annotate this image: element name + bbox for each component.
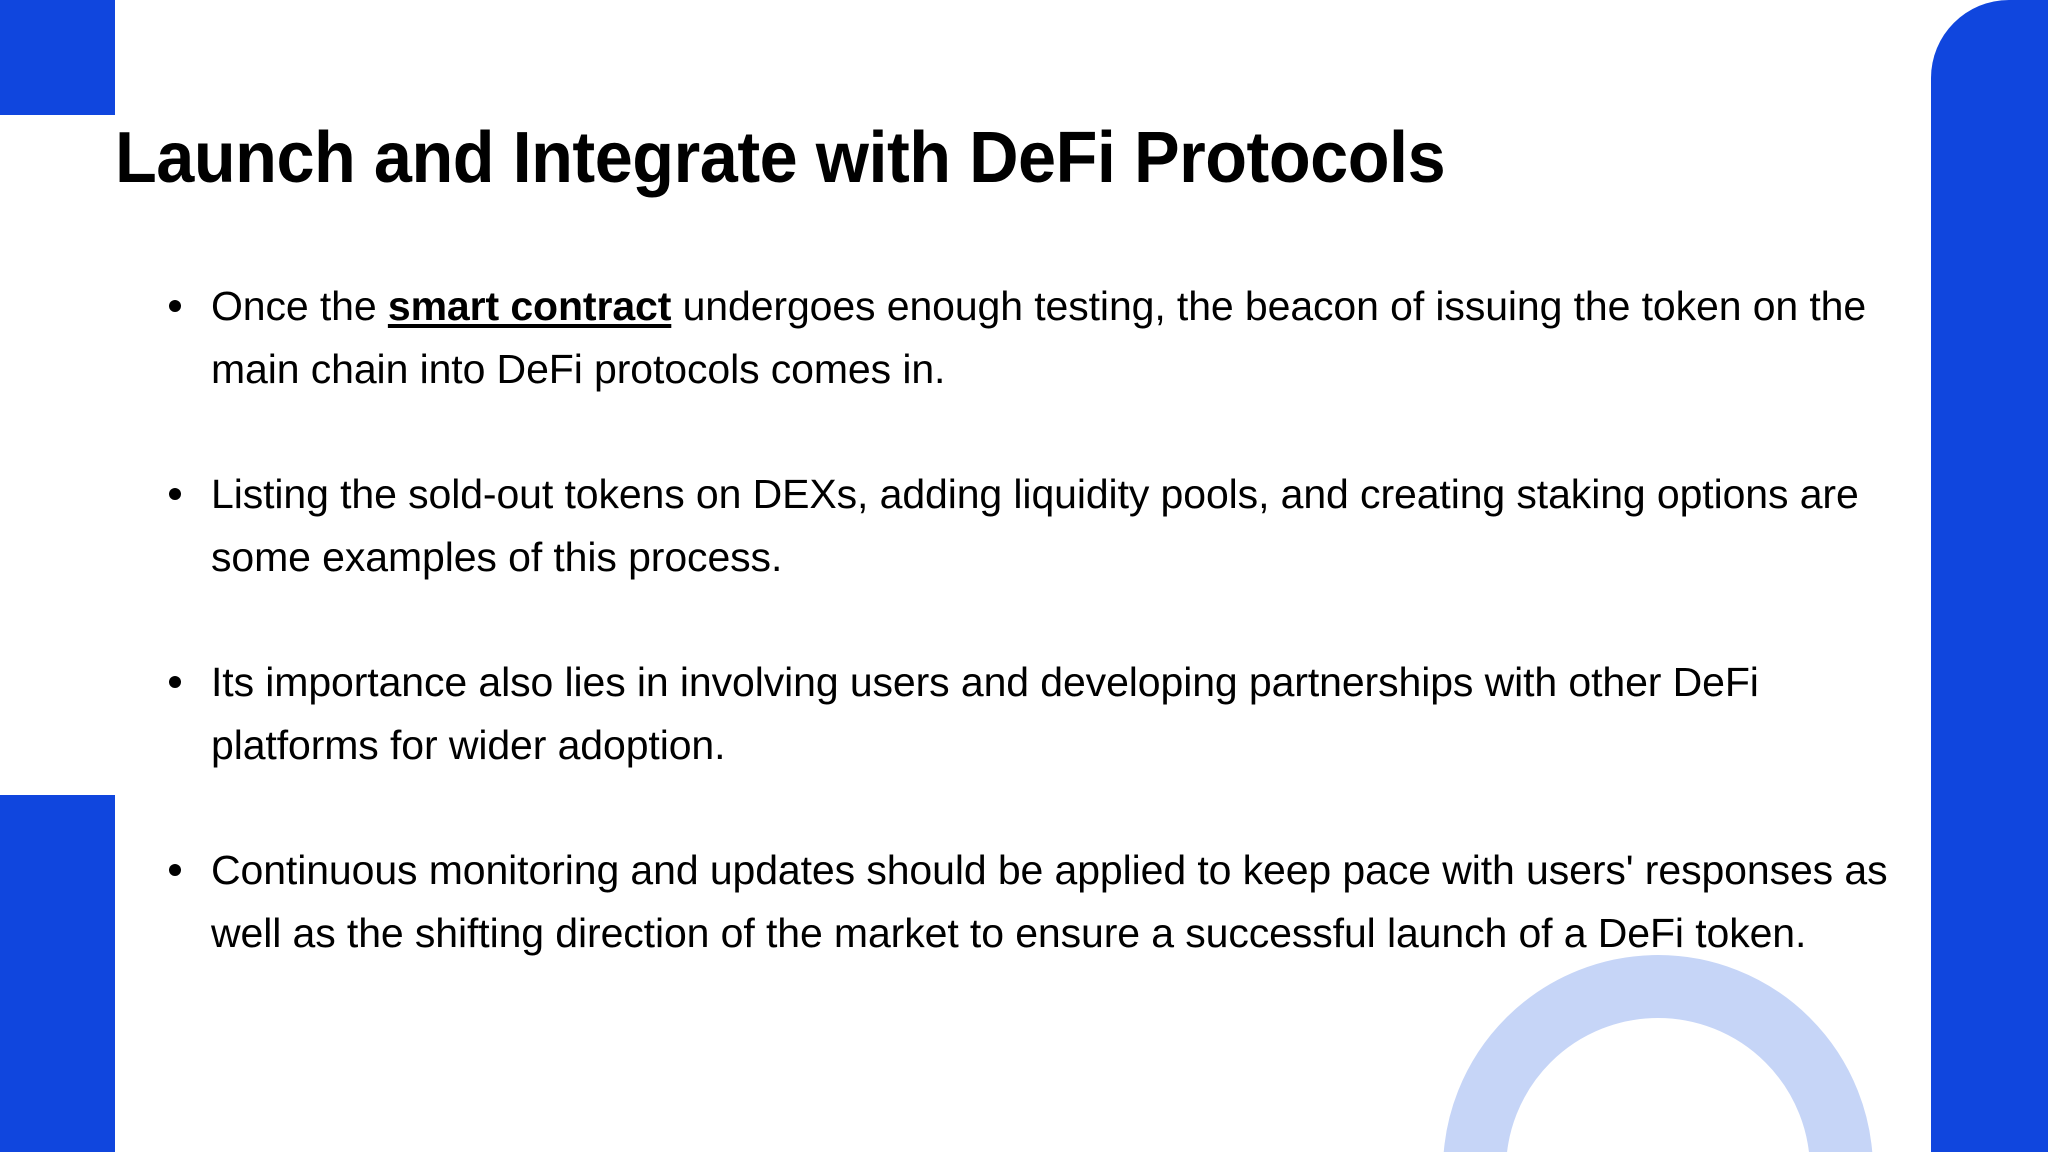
bullet-text: Its importance also lies in involving us… <box>211 659 1759 768</box>
blue-square-top-left-icon <box>0 0 115 115</box>
bullet-dot-icon <box>169 300 181 312</box>
blue-square-bottom-left-icon <box>0 795 115 1152</box>
list-item: Once the smart contract undergoes enough… <box>145 275 1915 401</box>
slide-content: Launch and Integrate with DeFi Protocols… <box>115 0 1931 1152</box>
bullet-dot-icon <box>169 864 181 876</box>
bullet-list: Once the smart contract undergoes enough… <box>145 275 1915 965</box>
bullet-text-before: Once the <box>211 283 388 329</box>
smart-contract-link[interactable]: smart contract <box>387 283 672 329</box>
list-item: Continuous monitoring and updates should… <box>145 839 1915 965</box>
bullet-text: Continuous monitoring and updates should… <box>211 847 1888 956</box>
list-item: Its importance also lies in involving us… <box>145 651 1915 777</box>
bullet-dot-icon <box>169 676 181 688</box>
bullet-dot-icon <box>169 488 181 500</box>
bullet-text: Listing the sold-out tokens on DEXs, add… <box>211 471 1859 580</box>
blue-rounded-bar-right-icon <box>1931 0 2048 1152</box>
list-item: Listing the sold-out tokens on DEXs, add… <box>145 463 1915 589</box>
page-title: Launch and Integrate with DeFi Protocols <box>115 118 1446 198</box>
bullet-text-after: undergoes enough testing, the beacon of … <box>211 283 1867 392</box>
